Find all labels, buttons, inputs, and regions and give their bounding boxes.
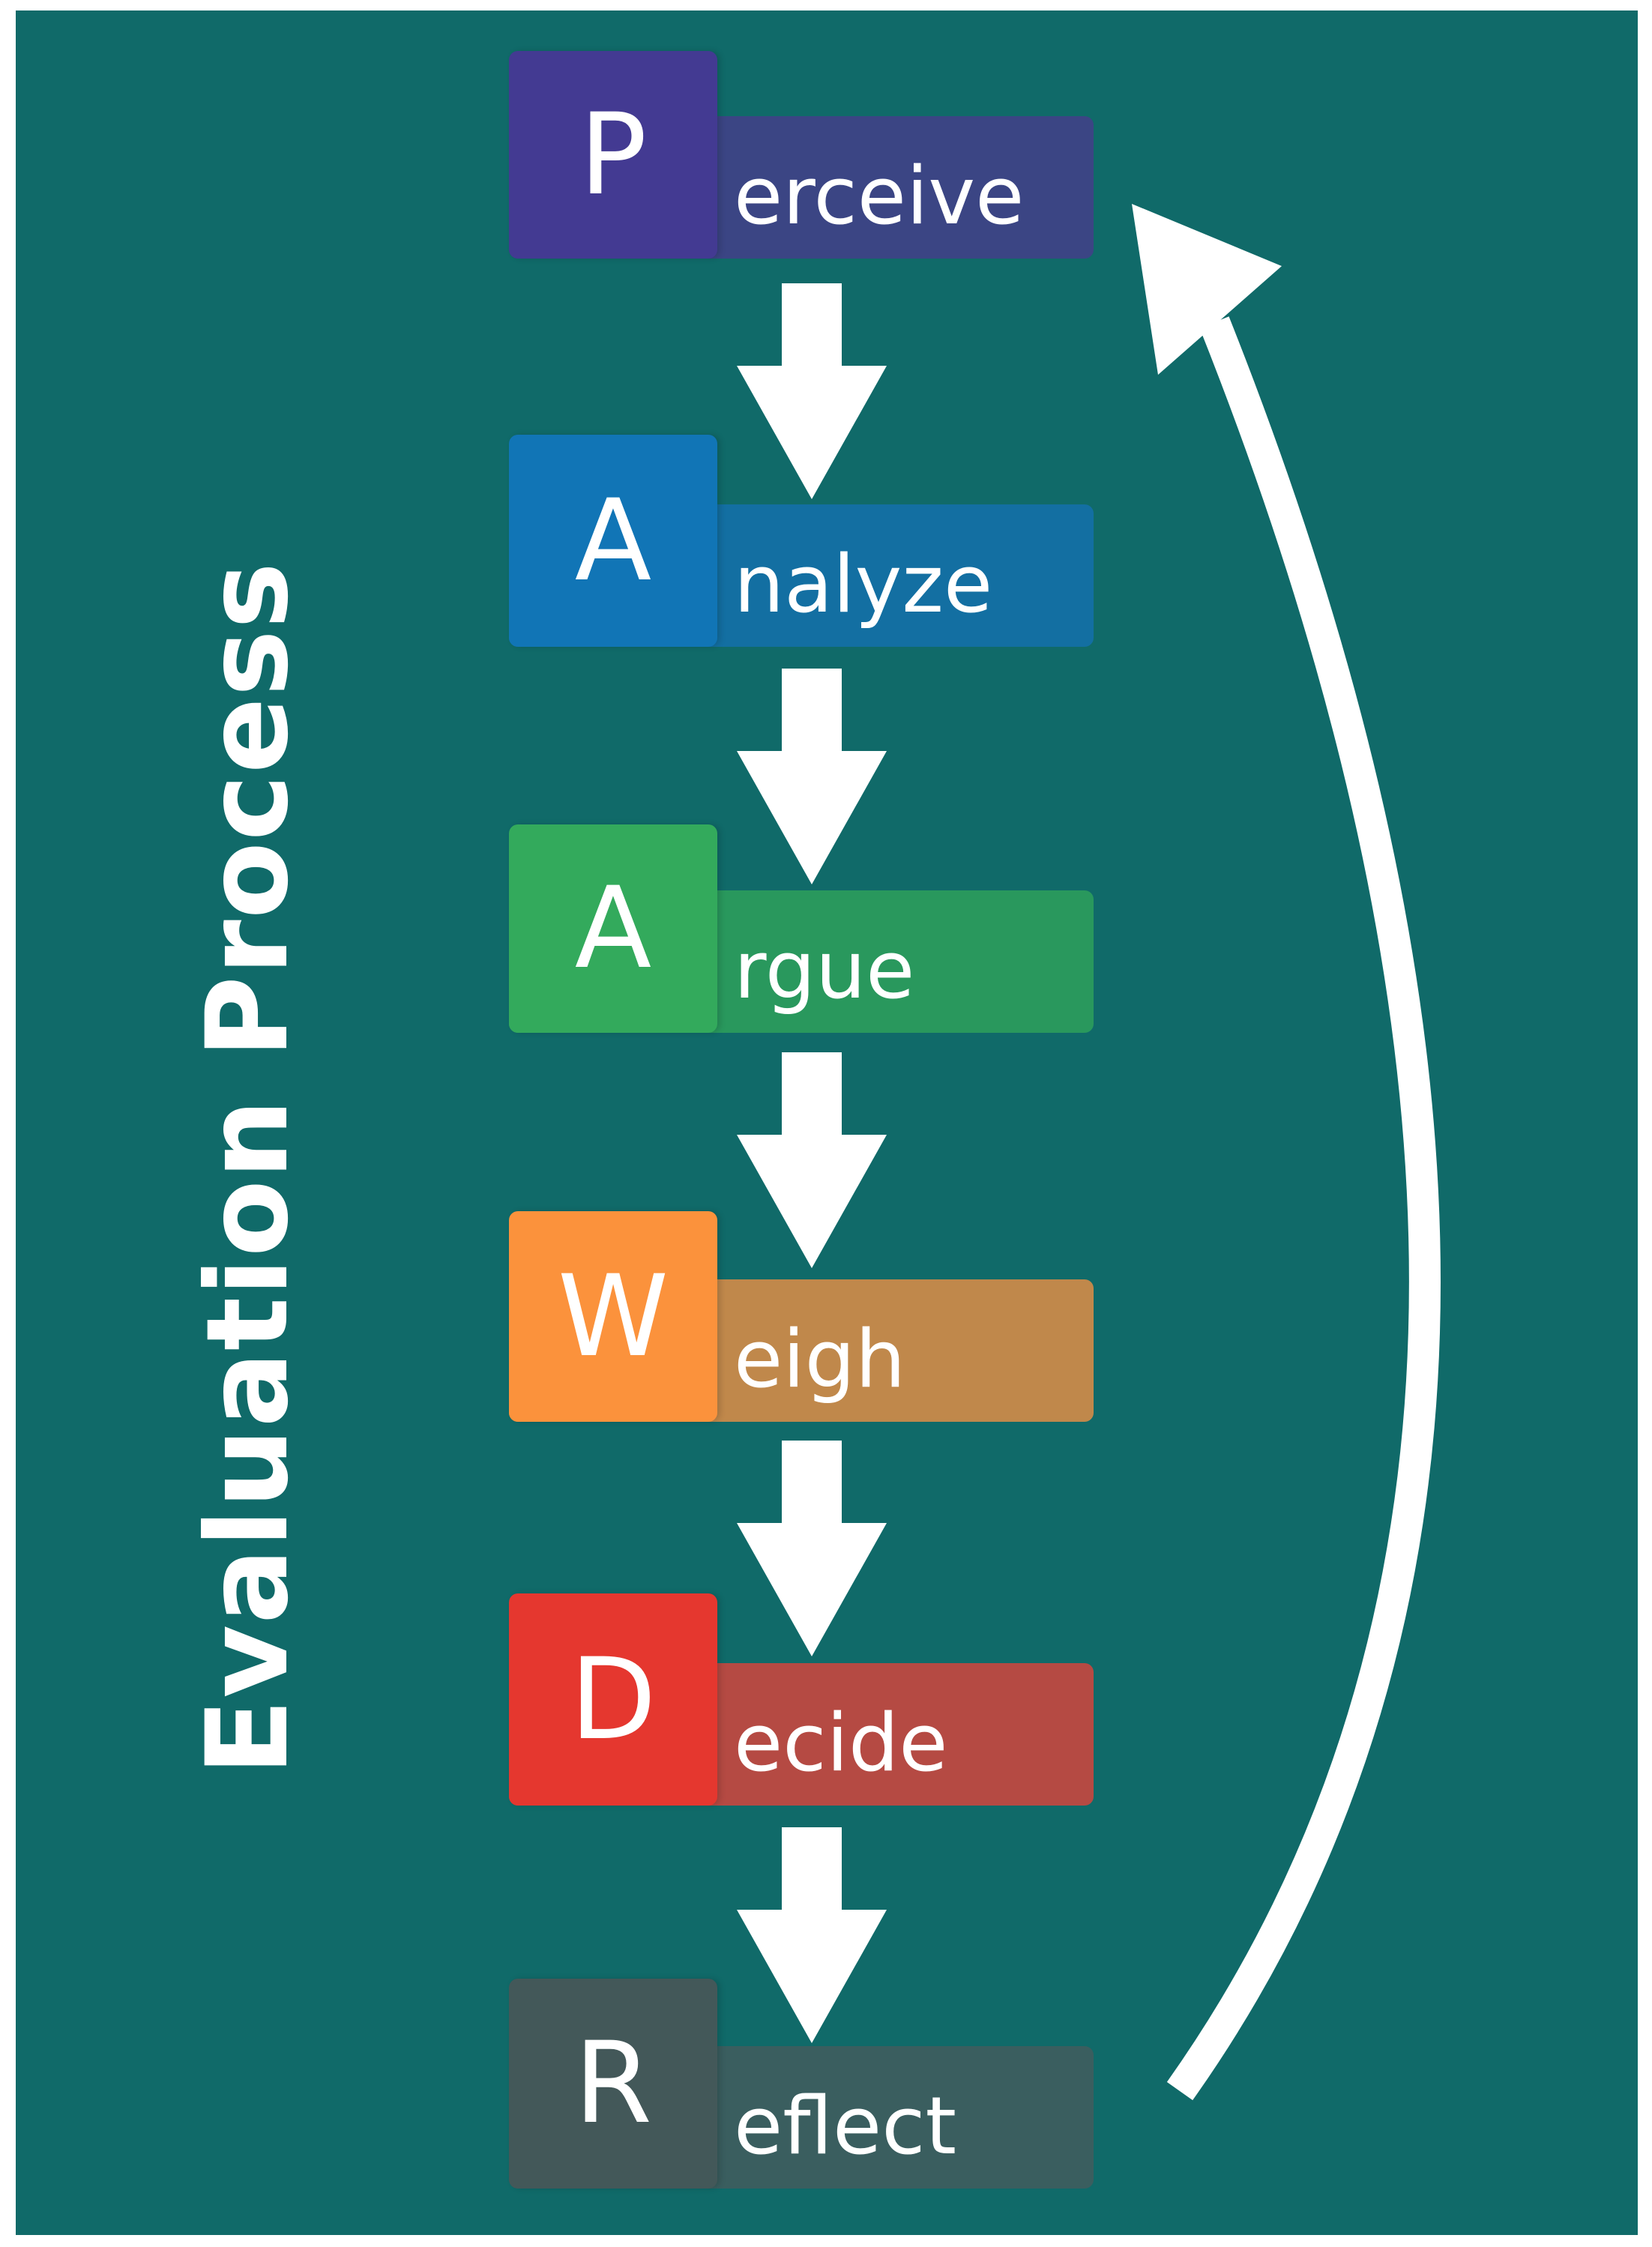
- step-letter: A: [509, 824, 717, 1033]
- step-letter: D: [509, 1593, 717, 1806]
- step-letter: W: [509, 1211, 717, 1422]
- cycle-arrowhead-icon: [1132, 204, 1282, 375]
- step-word: eigh: [734, 1313, 906, 1405]
- cycle-arrow-shaft: [1166, 316, 1441, 2101]
- down-arrow-icon: [737, 669, 887, 884]
- step-word: eflect: [734, 2080, 957, 2172]
- step-word: nalyze: [734, 538, 993, 630]
- step-letter: R: [509, 1979, 717, 2189]
- step-letter: P: [509, 51, 717, 259]
- step-letter: A: [509, 435, 717, 647]
- step-word: erceive: [734, 150, 1025, 242]
- step-word: ecide: [734, 1697, 948, 1789]
- down-arrow-icon: [737, 1827, 887, 2043]
- down-arrow-icon: [737, 1441, 887, 1656]
- down-arrow-icon: [737, 283, 887, 499]
- step-word: rgue: [734, 924, 915, 1016]
- down-arrow-icon: [737, 1052, 887, 1268]
